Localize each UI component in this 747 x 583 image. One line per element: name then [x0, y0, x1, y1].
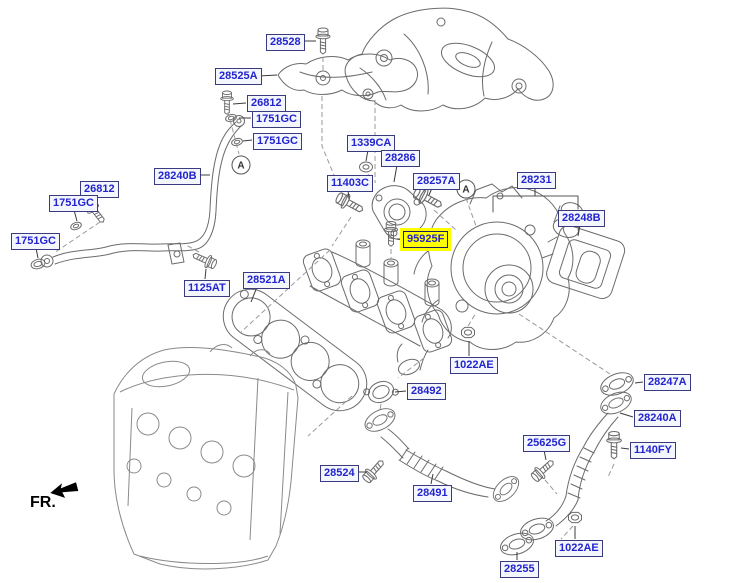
part-label-28524[interactable]: 28524	[320, 465, 359, 482]
part-label-26812[interactable]: 26812	[80, 181, 119, 198]
part-label-28528[interactable]: 28528	[266, 34, 305, 51]
fr-direction-arrow	[50, 482, 79, 498]
part-label-28248b[interactable]: 28248B	[558, 210, 605, 227]
wastegate-actuator	[541, 202, 626, 300]
part-label-1751gc[interactable]: 1751GC	[49, 195, 98, 212]
manifold-gasket	[222, 288, 368, 412]
part-label-28492[interactable]: 28492	[407, 383, 446, 400]
fr-label: FR.	[30, 494, 56, 511]
oil-feed-pipe	[40, 115, 245, 268]
fr-indicator: FR.	[28, 480, 92, 514]
svg-text:A: A	[237, 161, 244, 172]
leader-line-28247a	[634, 381, 644, 384]
part-label-28255[interactable]: 28255	[500, 561, 539, 578]
heat-shield	[344, 7, 554, 112]
leader-line-1751gc	[242, 139, 253, 142]
part-label-28491[interactable]: 28491	[413, 485, 452, 502]
oil-return-pipe	[360, 403, 524, 507]
engine-block	[113, 344, 299, 570]
part-label-1751gc[interactable]: 1751GC	[252, 111, 301, 128]
exhaust-manifold	[300, 239, 455, 376]
part-label-28231[interactable]: 28231	[517, 172, 556, 189]
part-label-1125at[interactable]: 1125AT	[184, 280, 230, 297]
part-label-25625g[interactable]: 25625G	[523, 435, 571, 452]
part-label-28247a[interactable]: 28247A	[644, 374, 691, 391]
heat-shield-bracket	[277, 53, 419, 97]
leader-line-28525a	[258, 74, 278, 77]
part-label-28286[interactable]: 28286	[381, 150, 420, 167]
leader-line-28492	[394, 390, 407, 393]
part-label-1022ae[interactable]: 1022AE	[555, 540, 603, 557]
part-label-1751gc[interactable]: 1751GC	[11, 233, 60, 250]
part-label-26812[interactable]: 26812	[247, 95, 286, 112]
part-label-1751gc[interactable]: 1751GC	[253, 133, 302, 150]
leader-line-28491	[430, 473, 434, 485]
part-label-28240b[interactable]: 28240B	[154, 168, 201, 185]
part-label-28257a[interactable]: 28257A	[413, 173, 460, 190]
oil-drain-pipe	[497, 367, 638, 560]
leader-line-1140fy	[620, 447, 630, 450]
svg-text:A: A	[462, 185, 469, 196]
leader-line-26812	[232, 102, 247, 105]
part-label-28525a[interactable]: 28525A	[215, 68, 262, 85]
connector-marker-a-1: A	[231, 155, 251, 175]
leader-line-28286	[393, 164, 398, 183]
part-label-95925f[interactable]: 95925F	[403, 231, 449, 248]
connector-markers: AA	[231, 155, 476, 199]
part-label-1339ca[interactable]: 1339CA	[347, 135, 396, 152]
part-label-11403c[interactable]: 11403C	[327, 175, 373, 192]
leader-line-1125at	[204, 268, 207, 280]
part-label-28240a[interactable]: 28240A	[634, 410, 681, 427]
connector-marker-a-2: A	[456, 179, 476, 199]
leader-line-28521a	[250, 286, 258, 303]
leader-line-28240a	[619, 412, 634, 418]
part-label-28521a[interactable]: 28521A	[243, 272, 290, 289]
leader-lines	[35, 40, 644, 560]
part-label-1140fy[interactable]: 1140FY	[630, 442, 676, 459]
part-label-1022ae[interactable]: 1022AE	[450, 357, 498, 374]
outlet-gasket	[363, 380, 399, 404]
